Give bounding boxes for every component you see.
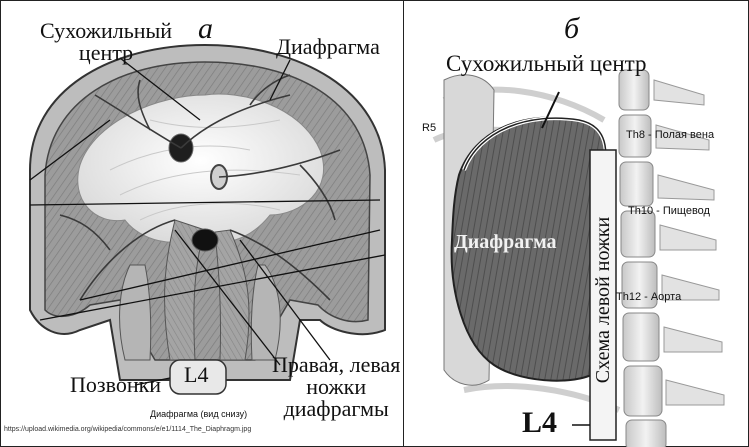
label-tendon-center-a: Сухожильный центр (40, 20, 172, 64)
panel-b-letter: б (564, 14, 579, 44)
label-vertebrae: Позвонки (70, 374, 161, 396)
label-vertebra-l4-b: L4 (522, 408, 557, 438)
aortic-opening (192, 229, 218, 251)
label-th10: Th10 - Пищевод (628, 206, 710, 217)
label-tendon-center-b: Сухожильный центр (446, 52, 646, 75)
label-diaphragm-a: Диафрагма (276, 36, 380, 58)
label-rib-r5: R5 (422, 123, 436, 134)
caption-inferior-view: Диафрагма (вид снизу) (150, 410, 247, 419)
label-th8: Th8 - Полая вена (626, 130, 714, 141)
source-url: https://upload.wikimedia.org/wikipedia/c… (4, 426, 251, 433)
panel-a-diaphragm-inferior-view: а Сухожильный центр Диафрагма Позвонки L… (0, 0, 403, 447)
label-vertebra-l4-a: L4 (184, 364, 208, 386)
psoas-right (120, 265, 151, 360)
label-crura: Правая, левая ножки диафрагмы (272, 354, 400, 420)
label-th12: Th12 - Аорта (616, 292, 681, 303)
label-left-crus-scheme: Схема левой ножки (593, 217, 613, 383)
label-diaphragm-b: Диафрагма (454, 232, 557, 252)
panel-b-diaphragm-lateral-view: б Сухожильный центр R5 Th8 - Полая вена … (404, 0, 749, 447)
panel-a-letter: а (198, 14, 213, 44)
